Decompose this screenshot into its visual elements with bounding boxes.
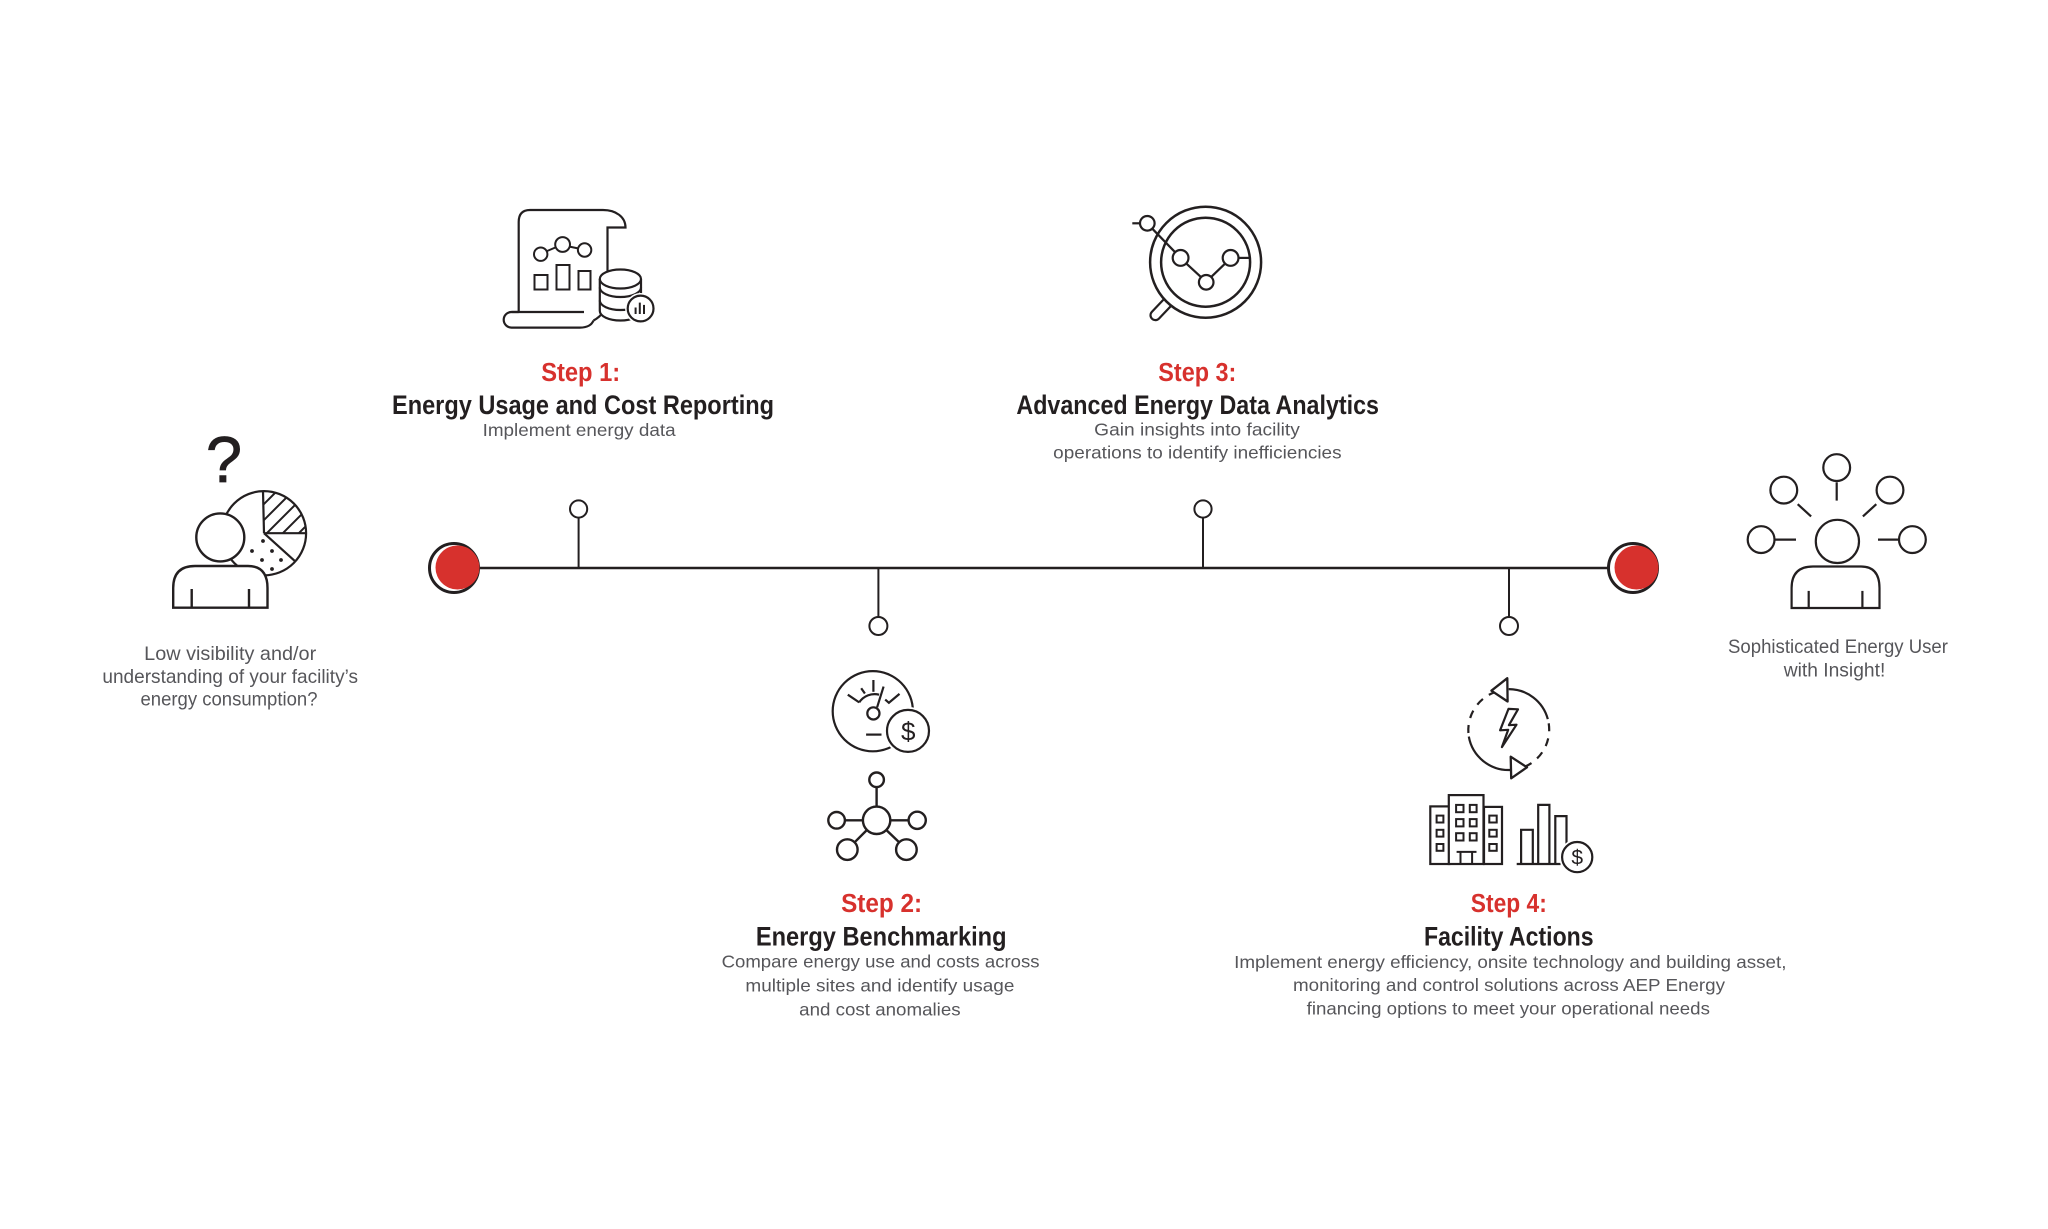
svg-text:Implement energy data: Implement energy data bbox=[483, 420, 676, 440]
svg-text:?: ? bbox=[206, 423, 242, 496]
svg-text:energy consumption?: energy consumption? bbox=[141, 688, 318, 710]
svg-text:Sophisticated Energy User: Sophisticated Energy User bbox=[1728, 636, 1948, 658]
svg-text:operations to identify ineffic: operations to identify inefficiencies bbox=[1053, 443, 1342, 463]
svg-text:Gain insights into facility: Gain insights into facility bbox=[1094, 420, 1300, 440]
svg-text:Step 4:: Step 4: bbox=[1471, 890, 1547, 918]
svg-text:multiple sites and identify us: multiple sites and identify usage bbox=[745, 976, 1014, 996]
svg-text:monitoring and control solutio: monitoring and control solutions across … bbox=[1293, 975, 1725, 995]
svg-text:$: $ bbox=[1571, 846, 1583, 869]
svg-text:with Insight!: with Insight! bbox=[1783, 660, 1886, 682]
svg-text:Low visibility and/or: Low visibility and/or bbox=[144, 643, 317, 665]
svg-text:Compare energy use and costs a: Compare energy use and costs across bbox=[722, 952, 1040, 972]
svg-text:Step 3:: Step 3: bbox=[1158, 359, 1236, 387]
svg-text:Facility Actions: Facility Actions bbox=[1424, 921, 1594, 951]
svg-text:and cost anomalies: and cost anomalies bbox=[799, 999, 961, 1019]
svg-text:Step 1:: Step 1: bbox=[541, 359, 620, 387]
svg-text:Energy Benchmarking: Energy Benchmarking bbox=[756, 921, 1007, 951]
svg-text:understanding of your facility: understanding of your facility’s bbox=[102, 666, 358, 688]
svg-text:Energy Usage and Cost Reportin: Energy Usage and Cost Reporting bbox=[392, 390, 774, 420]
svg-text:Implement energy efficiency, o: Implement energy efficiency, onsite tech… bbox=[1234, 952, 1786, 972]
svg-text:financing options to meet your: financing options to meet your operation… bbox=[1307, 998, 1711, 1018]
svg-text:Advanced Energy Data Analytics: Advanced Energy Data Analytics bbox=[1016, 390, 1379, 420]
svg-text:$: $ bbox=[901, 716, 916, 746]
svg-text:Step 2:: Step 2: bbox=[841, 890, 922, 918]
